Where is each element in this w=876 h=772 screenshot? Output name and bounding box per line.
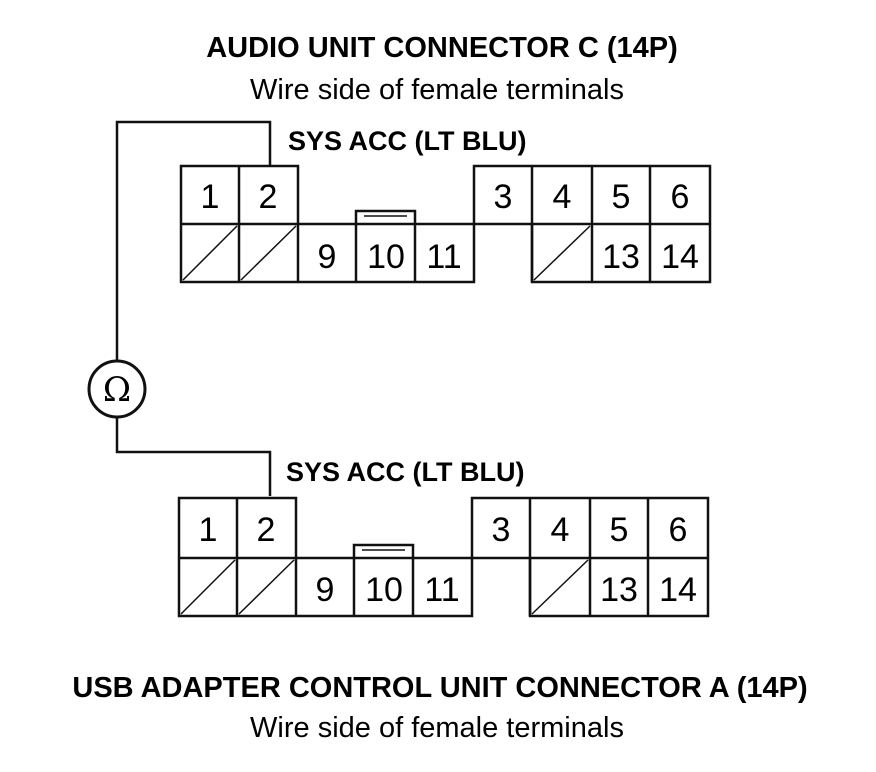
connector-a: 1 2 3 4 5 6 9 10 11 13 14 — [177, 496, 710, 618]
connector-c-title: AUDIO UNIT CONNECTOR C (14P) — [206, 32, 678, 64]
connector-a-pin-11: 11 — [424, 571, 459, 609]
connector-a-title: USB ADAPTER CONTROL UNIT CONNECTOR A (14… — [72, 672, 807, 704]
connector-c-pin-1: 1 — [201, 178, 220, 216]
connector-c-pin-11: 11 — [426, 238, 461, 276]
connector-a-pin-13: 13 — [600, 571, 638, 609]
connector-c-pin-14: 14 — [661, 238, 699, 276]
connector-a-pin-6: 6 — [669, 511, 688, 549]
connector-a-wire-label: SYS ACC (LT BLU) — [286, 457, 524, 487]
connector-c-pin-3: 3 — [494, 178, 513, 216]
connector-a-subtitle: Wire side of female terminals — [250, 712, 624, 744]
connector-a-pin-9: 9 — [316, 571, 335, 609]
connector-c-pin-6: 6 — [671, 178, 690, 216]
ohm-symbol: Ω — [103, 370, 131, 410]
ohmmeter-icon: Ω — [87, 359, 147, 419]
connector-a-pin-5: 5 — [610, 511, 629, 549]
connector-a-pin-2: 2 — [257, 511, 276, 549]
connector-c: 1 2 3 4 5 6 9 10 11 13 14 — [179, 164, 712, 284]
connector-c-subtitle: Wire side of female terminals — [250, 74, 624, 106]
connector-a-pin-14: 14 — [659, 571, 697, 609]
connector-a-pin-3: 3 — [492, 511, 511, 549]
connector-a-pin-10: 10 — [365, 571, 403, 609]
connector-c-wire-label: SYS ACC (LT BLU) — [288, 126, 526, 156]
connector-c-pin-2: 2 — [259, 178, 278, 216]
connector-c-pin-9: 9 — [318, 238, 337, 276]
connector-c-pin-5: 5 — [612, 178, 631, 216]
connector-a-pin-1: 1 — [199, 511, 218, 549]
connector-c-pin-13: 13 — [602, 238, 640, 276]
test-lead-wire — [115, 120, 272, 496]
connector-c-pin-10: 10 — [367, 238, 405, 276]
connector-c-pin-4: 4 — [553, 178, 572, 216]
connector-a-pin-4: 4 — [551, 511, 570, 549]
